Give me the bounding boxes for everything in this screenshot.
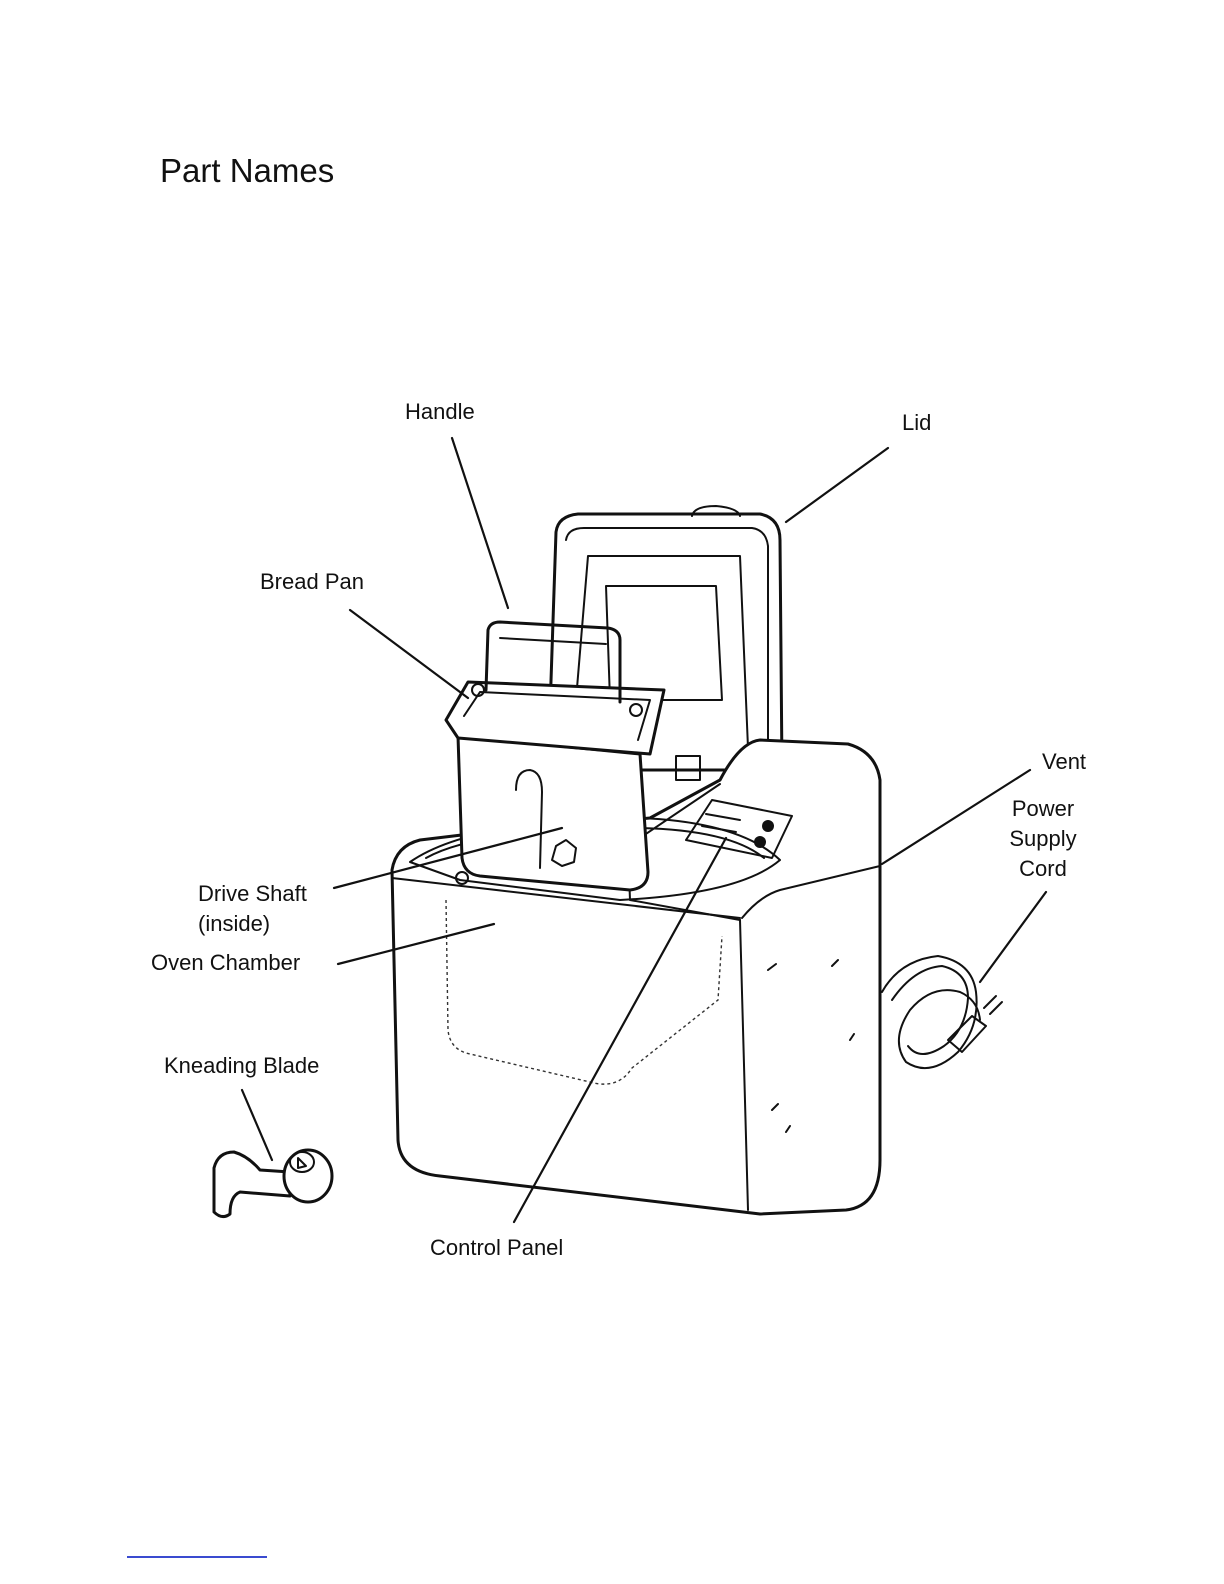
footer-rule xyxy=(127,1556,267,1558)
label-vent: Vent xyxy=(1042,747,1086,776)
power-cord-leader xyxy=(980,892,1046,982)
kneading-blade-leader xyxy=(242,1090,272,1160)
handle-leader xyxy=(452,438,508,608)
label-bread-pan: Bread Pan xyxy=(260,567,364,596)
label-drive-shaft-1: Drive Shaft xyxy=(198,879,307,908)
lid-leader xyxy=(786,448,888,522)
label-drive-shaft-2: (inside) xyxy=(198,909,270,938)
label-power-supply-cord-1: Power xyxy=(1004,794,1082,823)
label-lid: Lid xyxy=(902,408,931,437)
label-power-supply-cord-2: Supply xyxy=(1004,824,1082,853)
label-kneading-blade: Kneading Blade xyxy=(164,1051,319,1080)
power-cord-illustration xyxy=(882,956,1002,1068)
label-handle: Handle xyxy=(405,397,475,426)
bread-pan-leader xyxy=(350,610,468,698)
label-control-panel: Control Panel xyxy=(430,1233,563,1262)
label-power-supply-cord-3: Cord xyxy=(1004,854,1082,883)
label-oven-chamber: Oven Chamber xyxy=(151,948,300,977)
